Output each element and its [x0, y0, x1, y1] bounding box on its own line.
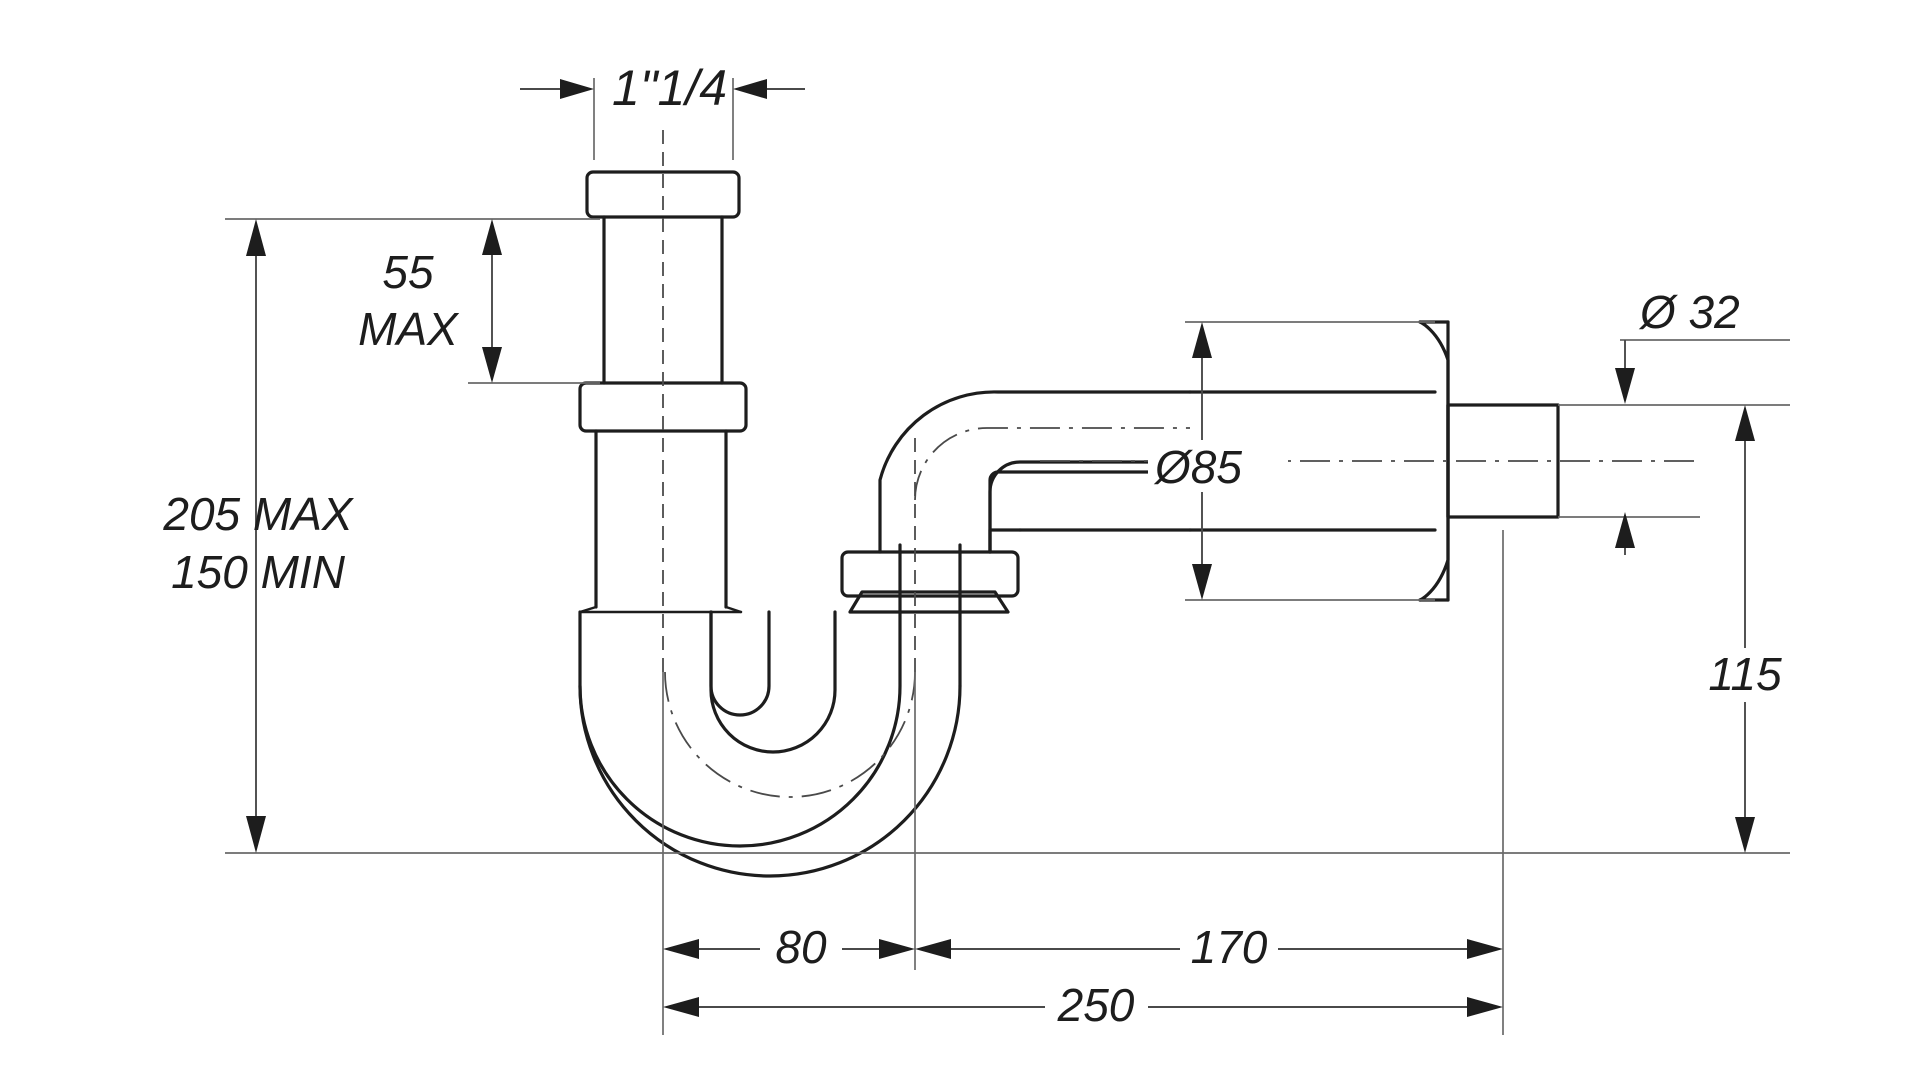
right-riser — [898, 543, 962, 688]
label-outlet-run: 170 — [1191, 921, 1268, 973]
lower-vertical-pipe — [578, 429, 743, 614]
dimension-trap-offset: 80 — [663, 920, 915, 974]
horizontal-outlet-tube — [988, 390, 1437, 554]
dimension-outlet-diameter: Ø 32 — [1615, 286, 1740, 404]
outlet-union-nut — [840, 550, 1020, 614]
label-outlet-diameter: Ø 32 — [1638, 286, 1740, 338]
dimension-flange-diameter: Ø85 — [1148, 322, 1288, 600]
label-trap-offset: 80 — [775, 921, 827, 973]
label-inlet-height: 55 — [382, 246, 434, 298]
label-inlet-thread: 1"1/4 — [612, 60, 727, 116]
elbow-centreline — [914, 427, 1190, 501]
dimension-inlet-height: 55 MAX — [358, 219, 502, 383]
label-overall-height-max: 205 MAX — [162, 488, 355, 540]
bend-centreline — [664, 671, 916, 798]
inlet-collar — [585, 170, 741, 219]
outlet-spigot — [1446, 403, 1560, 519]
extension-lines — [225, 218, 1790, 1035]
u-bend — [578, 610, 962, 878]
part-geometry — [578, 170, 1560, 878]
dimension-outlet-height: 115 — [1615, 405, 1798, 853]
label-flange-diameter: Ø85 — [1153, 441, 1242, 493]
dimension-inlet-thread: 1"1/4 — [520, 60, 805, 160]
upper-pipe — [602, 215, 724, 385]
label-inlet-height-qualifier: MAX — [358, 303, 460, 355]
dimension-outlet-run: 170 — [915, 920, 1503, 974]
label-outlet-height: 115 — [1708, 648, 1782, 700]
label-overall-height-min: 150 MIN — [171, 546, 346, 598]
dimension-overall-height: 205 MAX 150 MIN — [162, 219, 355, 853]
label-total-length: 250 — [1057, 979, 1135, 1031]
dimension-total-length: 250 — [663, 978, 1503, 1032]
outlet-elbow — [878, 390, 1192, 554]
